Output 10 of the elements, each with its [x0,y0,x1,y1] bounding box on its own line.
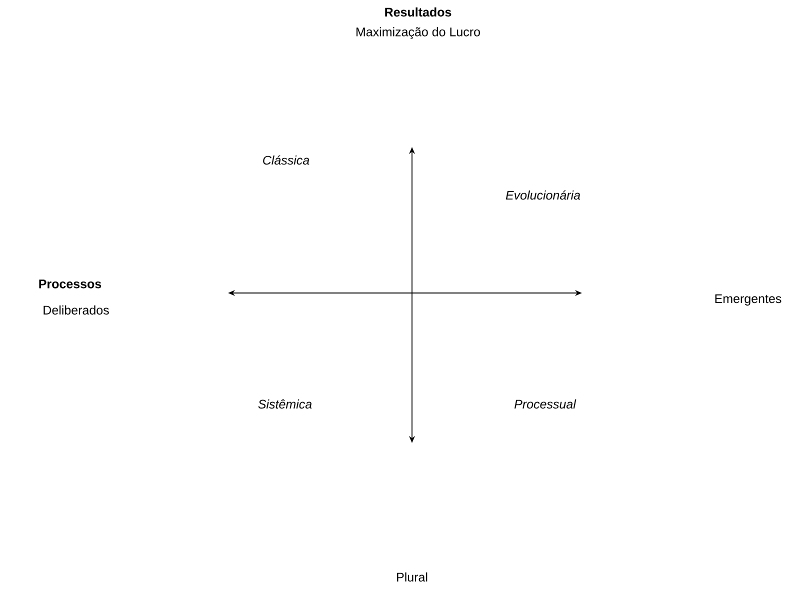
quadrant-label: Clássica [263,155,310,165]
axis-subtitle: Maximização do Lucro [356,27,480,39]
axis-subtitle: Deliberados [44,305,109,315]
axis-end-label: Plural [397,572,428,582]
axis-end-label: Emergentes [715,294,782,306]
axis-title: Processos [39,280,102,288]
quadrant-label: Evolucionária [506,190,580,200]
quadrant-label: Processual [514,399,576,409]
axis-title: Resultados [385,7,452,17]
quadrant-label: Sistêmica [258,399,312,409]
